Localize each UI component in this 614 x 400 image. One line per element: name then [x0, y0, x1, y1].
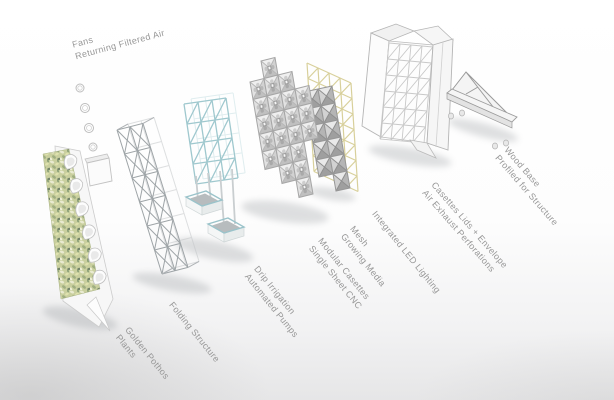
fan-housing: [84, 153, 113, 187]
ground-shadows: [42, 118, 518, 330]
drip-irrigation-structure: [183, 93, 246, 243]
plant-wall: [42, 145, 114, 332]
pebbles: [448, 109, 509, 150]
floor-vignette: [411, 330, 614, 400]
envelope-structure: [361, 23, 454, 159]
wood-base: [446, 71, 518, 129]
planter-trough: [184, 190, 224, 216]
folding-structure: [116, 117, 200, 274]
planter-trough: [206, 217, 246, 243]
fan-circles: [75, 83, 98, 152]
